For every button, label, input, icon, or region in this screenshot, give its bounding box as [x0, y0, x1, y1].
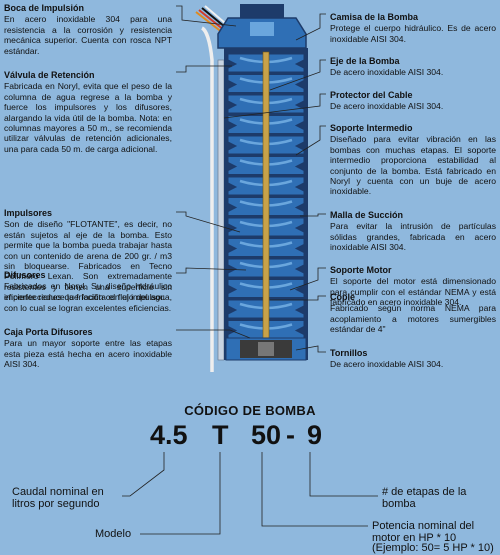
- label-body: Fabricados en Noryl. Su diseño hidráulic…: [4, 281, 172, 302]
- label-title: Cople: [330, 292, 356, 302]
- label-body: Son de diseño "FLOTANTE", es decir, no e…: [4, 219, 172, 313]
- label-body: De acero inoxidable AISI 304.: [330, 101, 444, 112]
- label-title: Impulsores: [4, 208, 53, 218]
- code-label-potencia: Potencia nominal del motor en HP * 10: [372, 520, 475, 544]
- label-body: Diseñado para evitar vibración en las bo…: [330, 134, 496, 197]
- label-malla-succion: Malla de Succión Para evitar la intrusió…: [330, 210, 496, 253]
- label-protector-cable: Protector del Cable De acero inoxidable …: [330, 90, 496, 112]
- label-body: En acero inoxidable 304 para una resiste…: [4, 14, 172, 56]
- label-title: Tornillos: [330, 348, 368, 358]
- leader-lines: [176, 5, 326, 353]
- code-separator: -: [286, 420, 295, 450]
- label-title: Camisa de la Bomba: [330, 12, 419, 22]
- label-eje-bomba: Eje de la Bomba De acero inoxidable AISI…: [330, 56, 496, 78]
- code-modelo: T: [212, 420, 229, 450]
- code-title: CÓDIGO DE BOMBA: [184, 403, 316, 418]
- code-caudal: 4.5: [150, 420, 188, 450]
- label-valvula-retencion: Válvula de Retención Fabricada en Noryl,…: [4, 70, 172, 154]
- label-caja-porta-difusores: Caja Porta Difusores Para un mayor sopor…: [4, 327, 172, 370]
- label-body: Protege el cuerpo hidráulico. Es de acer…: [330, 23, 496, 44]
- label-title: Protector del Cable: [330, 90, 413, 100]
- label-camisa-bomba: Camisa de la Bomba Protege el cuerpo hid…: [330, 12, 496, 44]
- label-body: Fabricada en Noryl, evita que el peso de…: [4, 81, 172, 154]
- label-title: Malla de Succión: [330, 210, 404, 220]
- label-title: Válvula de Retención: [4, 70, 95, 80]
- label-difusores: Difusores Fabricados en Noryl. Su diseño…: [4, 270, 172, 302]
- label-soporte-intermedio: Soporte Intermedio Diseñado para evitar …: [330, 123, 496, 197]
- label-cople-text: Cople Fabricado según norma NEMA para ac…: [330, 292, 496, 335]
- code-label-modelo: Modelo: [95, 528, 132, 540]
- label-body: De acero inoxidable AISI 304.: [330, 359, 444, 370]
- label-body: Para un mayor soporte entre las etapas e…: [4, 338, 172, 370]
- code-label-etapas: # de etapas de la bomba: [382, 486, 467, 510]
- label-title: Eje de la Bomba: [330, 56, 400, 66]
- label-title: Caja Porta Difusores: [4, 327, 93, 337]
- code-label-potencia-ejemplo: (Ejemplo: 50= 5 HP * 10): [372, 542, 494, 554]
- code-potencia: 50: [251, 420, 282, 450]
- label-body: Para evitar la intrusión de partículas s…: [330, 221, 496, 253]
- label-impulsores: Impulsores Son de diseño "FLOTANTE", es …: [4, 208, 172, 313]
- label-body: De acero inoxidable AISI 304.: [330, 67, 444, 78]
- label-body: Fabricado según norma NEMA para acoplami…: [330, 303, 496, 335]
- label-boca-impulsion: Boca de Impulsión En acero inoxidable 30…: [4, 3, 172, 56]
- label-body: El soporte del motor está dimensionado p…: [330, 276, 496, 308]
- code-etapas: 9: [307, 420, 323, 450]
- label-title: Soporte Intermedio: [330, 123, 413, 133]
- label-tornillos: Tornillos De acero inoxidable AISI 304.: [330, 348, 496, 370]
- code-label-caudal: Caudal nominal en litros por segundo: [12, 486, 104, 510]
- pump-base: [225, 337, 307, 361]
- label-title: Soporte Motor: [330, 265, 392, 275]
- label-title: Boca de Impulsión: [4, 3, 85, 13]
- label-soporte-motor: Soporte Motor El soporte del motor está …: [330, 265, 496, 308]
- label-title: Difusores: [4, 270, 46, 280]
